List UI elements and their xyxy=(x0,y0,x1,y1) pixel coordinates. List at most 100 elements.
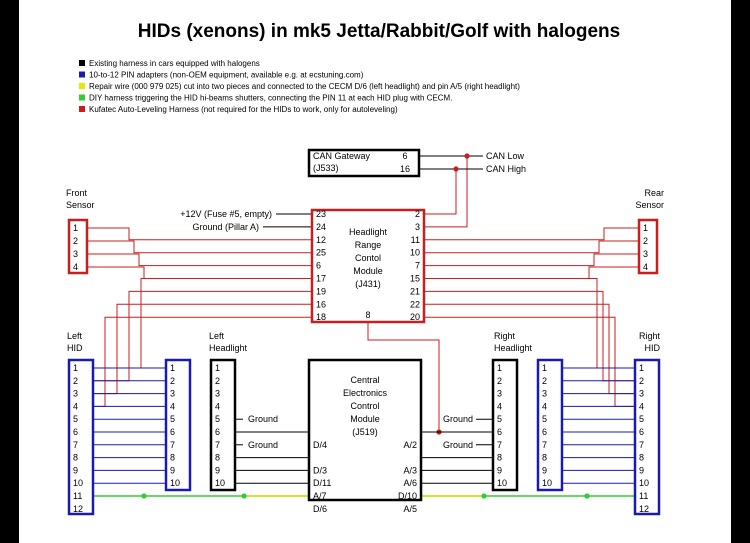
headlight-range-module-box xyxy=(310,208,426,324)
right-headlight-pin: 6 xyxy=(497,427,502,437)
left-adapter-pin: 4 xyxy=(170,401,175,411)
right-adapter-pin: 6 xyxy=(542,427,547,437)
rear-sensor-wire xyxy=(424,253,639,267)
right-headlight-box xyxy=(491,358,519,492)
cecm-left-pin: D/4 xyxy=(313,440,327,450)
cecm-name-line: Electronics xyxy=(343,388,388,398)
front-sensor-pin: 4 xyxy=(73,262,78,272)
left-hid-label: HID xyxy=(67,343,83,353)
front-sensor-wire xyxy=(87,266,312,279)
right-headlight-pin: 3 xyxy=(497,389,502,399)
right-hid-pin: 1 xyxy=(639,363,644,373)
left-headlight-pin: 6 xyxy=(215,427,220,437)
left-headlight-pin: 1 xyxy=(215,363,220,373)
left-hid-label: Left xyxy=(67,331,83,341)
hrm-right-pin: 22 xyxy=(410,299,420,309)
left-headlight-label: Headlight xyxy=(209,343,248,353)
right-adapter-box xyxy=(536,358,564,492)
right-headlight-label: Headlight xyxy=(494,343,533,353)
left-hid-box xyxy=(67,358,95,516)
supply-ground-label: Ground (Pillar A) xyxy=(192,222,259,232)
legend-swatch-blue xyxy=(79,71,85,78)
cecm-right-pin: D/10 xyxy=(398,491,417,501)
right-adapter-pin: 8 xyxy=(542,453,547,463)
legend-item-red: Kufatec Auto-Leveling Harness (not requi… xyxy=(89,105,398,114)
legend-item-black: Existing harness in cars equipped with h… xyxy=(89,59,260,68)
left-headlight-pin: 9 xyxy=(215,465,220,475)
hrm-pin8-wire xyxy=(367,322,440,432)
cecm-right-pin: A/3 xyxy=(403,465,417,475)
legend-swatch-green xyxy=(79,94,85,101)
left-adapter-pin: 1 xyxy=(170,363,175,373)
diagram-title: HIDs (xenons) in mk5 Jetta/Rabbit/Golf w… xyxy=(138,21,620,42)
hrm-left-pin: 19 xyxy=(316,286,326,296)
cecm-right-pin: A/6 xyxy=(403,478,417,488)
right-headlight-pin: 2 xyxy=(497,376,502,386)
right-hid-pin: 11 xyxy=(639,491,648,501)
rear-sensor-wire xyxy=(424,266,639,279)
front-sensor-pin: 3 xyxy=(73,249,78,259)
can-high-junction xyxy=(453,166,459,172)
right-hibeam-junction xyxy=(584,493,590,499)
left-hid-pin: 7 xyxy=(73,440,78,450)
left-hid-pin: 9 xyxy=(73,465,78,475)
right-repair-junction xyxy=(481,493,487,499)
right-hid-pin: 12 xyxy=(639,504,649,514)
hrm-bottom-pin: 8 xyxy=(365,310,370,320)
left-headlight-pin: 10 xyxy=(215,478,225,488)
can-gateway-name: CAN Gateway xyxy=(313,151,371,161)
cecm-right-pin: A/5 xyxy=(403,504,417,514)
hrm-name-line: Module xyxy=(353,266,383,276)
left-headlight-label: Left xyxy=(209,331,225,341)
front-sensor-pin: 1 xyxy=(73,223,78,233)
hrm-left-pin: 18 xyxy=(316,312,326,322)
hrm-right-pin: 15 xyxy=(410,274,420,284)
left-hibeam-junction xyxy=(141,493,147,499)
legend-swatch-black xyxy=(79,60,85,66)
left-headlight-pin: 7 xyxy=(215,440,220,450)
left-adapter-pin: 8 xyxy=(170,453,175,463)
hrm-left-pin: 12 xyxy=(316,235,326,245)
left-hid-pin: 4 xyxy=(73,401,78,411)
front-sensor-wire xyxy=(87,240,312,254)
left-hid-pin: 1 xyxy=(73,363,78,373)
legend-swatch-yellow xyxy=(79,83,85,89)
can-low-junction xyxy=(464,153,470,159)
legend-item-yellow: Repair wire (000 979 025) cut into two p… xyxy=(89,82,520,91)
right-hid-box xyxy=(633,358,661,516)
boxes-layer xyxy=(67,148,661,516)
can-gateway-code: (J533) xyxy=(313,163,339,173)
cecm-left-pin: D/11 xyxy=(313,478,331,488)
hrm-right-pin: 11 xyxy=(411,235,420,245)
left-adapter-pin: 5 xyxy=(170,414,175,424)
left-adapter-pin: 7 xyxy=(170,440,175,450)
right-hid-pin: 3 xyxy=(639,389,644,399)
left-adapter-pin: 3 xyxy=(170,389,175,399)
left-headlight-pin: 2 xyxy=(215,376,220,386)
hrm-right-pin: 3 xyxy=(415,222,420,232)
left-adapter-pin: 9 xyxy=(170,465,175,475)
right-hid-pin: 7 xyxy=(639,440,644,450)
legend-swatch-red xyxy=(79,106,85,112)
can-low-label: CAN Low xyxy=(486,151,525,161)
legend: Existing harness in cars equipped with h… xyxy=(79,59,520,114)
right-adapter-pin: 4 xyxy=(542,401,547,411)
rear-sensor-pin: 4 xyxy=(643,262,648,272)
left-hid-pin: 2 xyxy=(73,376,78,386)
left-headlight-pin: 4 xyxy=(215,401,220,411)
left-headlight-pin: 5 xyxy=(215,414,220,424)
left-headlight-box xyxy=(209,358,237,492)
right-adapter-pin: 7 xyxy=(542,440,547,450)
supply-12v-label: +12V (Fuse #5, empty) xyxy=(180,209,272,219)
hrm-right-pin: 21 xyxy=(410,286,420,296)
right-adapter-pin: 10 xyxy=(542,478,552,488)
hrm-right-pin: 7 xyxy=(415,261,420,271)
right-adapter-pin: 5 xyxy=(542,414,547,424)
wires-layer xyxy=(87,153,639,499)
right-hid-pin: 5 xyxy=(639,414,644,424)
cecm-name-line: Central xyxy=(350,375,379,385)
left-adapter-pin: 6 xyxy=(170,427,175,437)
legend-item-blue: 10-to-12 PIN adapters (non-OEM equipment… xyxy=(89,71,364,80)
left-adapter-pin: 10 xyxy=(170,478,180,488)
hrm-left-pin: 16 xyxy=(316,299,326,309)
